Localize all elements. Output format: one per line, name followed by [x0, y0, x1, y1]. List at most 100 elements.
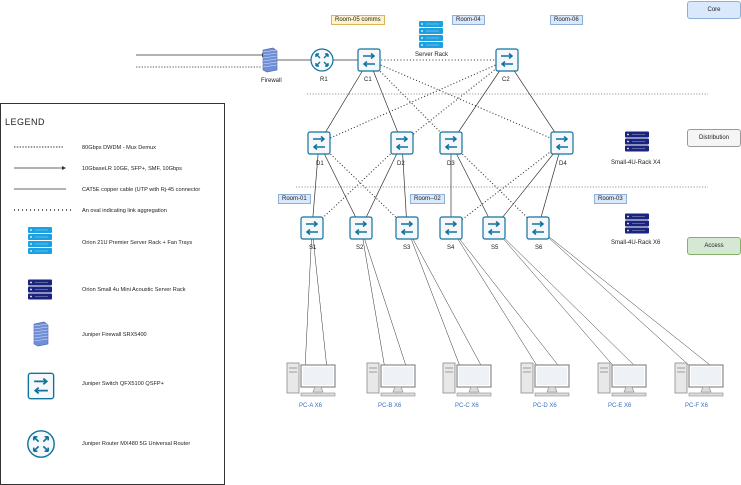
rack-led [421, 23, 423, 25]
s6-pc-link-b [537, 227, 716, 370]
router-r1-icon [310, 48, 334, 72]
c1-d1-link [318, 59, 370, 144]
pc-stand [623, 386, 635, 393]
switch-body [357, 48, 381, 72]
server-rack-label: Server Rack [415, 52, 449, 58]
pc-d-icon [520, 362, 570, 397]
switch-body [495, 48, 519, 72]
legend-item-10gbase: 10GbaseLR 10GE, SFP+, SMF, 10Gbps [82, 166, 182, 172]
d2-label: D2 [397, 161, 405, 167]
pc-e-label: PC-E X6 [608, 403, 632, 409]
s5-pc-link-b [493, 227, 639, 370]
small-rack-x4-label: Small-4U-Rack X4 [611, 160, 661, 166]
switch-body [390, 131, 414, 155]
legend-router-icon [27, 430, 55, 458]
room-06-label: Room-06 [550, 15, 583, 25]
arrow-left-bottom [354, 228, 367, 236]
pc-stand [700, 386, 712, 393]
switch-body [526, 216, 550, 240]
rack-led [627, 215, 629, 218]
d4-s5-link [493, 142, 563, 229]
d1-s2-link [318, 142, 362, 229]
arrow-left-bottom [362, 60, 375, 68]
d4-s4-aggregation [450, 142, 563, 229]
d3-s5-link [450, 142, 495, 229]
pc-screen [303, 367, 333, 385]
legend-4u-rack-icon [28, 279, 52, 300]
s4-pc-link-a [450, 227, 540, 370]
arrow-right-top [306, 220, 319, 228]
firewall-brick-row [33, 332, 49, 336]
c2-d1-aggregation [318, 59, 508, 144]
pc-stand [392, 386, 404, 393]
small-rack-x6-label: Small-4U-Rack X6 [611, 240, 661, 246]
arrow-right-top [445, 220, 458, 228]
legend-title: LEGEND [5, 117, 46, 127]
room-04-label: Room-04 [452, 15, 485, 25]
arrow-left-bottom [305, 228, 318, 236]
firewall-icon [262, 47, 278, 73]
switch-body [300, 216, 324, 240]
pc-screen [691, 367, 721, 385]
pc-tower [366, 362, 380, 394]
switch-d2-icon [390, 131, 414, 155]
legend-item-link-aggregation: An oval indicating link aggregation [82, 208, 167, 214]
s4-pc-link-b [450, 227, 562, 370]
d1-s1-link [311, 142, 320, 229]
room-04-text: Room-04 [456, 17, 481, 23]
d3-label: D3 [447, 161, 455, 167]
pc-stand [312, 386, 324, 393]
pc-c-icon [442, 362, 492, 397]
s1-label: S1 [309, 245, 317, 251]
pc-c-label: PC-C X6 [455, 403, 479, 409]
legend-firewall-icon [33, 321, 49, 347]
legend-item-switch: Juniper Switch QFX5100 QSFP+ [82, 381, 164, 387]
d4-label: D4 [559, 161, 567, 167]
firewall-brick-row [262, 58, 278, 62]
r1-label: R1 [320, 77, 328, 83]
switch-body [550, 131, 574, 155]
arrow-left-bottom [395, 143, 408, 151]
switch-body [439, 131, 463, 155]
rack-led [30, 236, 32, 238]
switch-s3-icon [395, 216, 419, 240]
switch-body [395, 216, 419, 240]
pc-keyboard [456, 392, 492, 397]
tier-distribution-label: Distribution [698, 135, 729, 141]
room-01-text: Room-01 [282, 196, 307, 202]
arrow-left-bottom [444, 143, 457, 151]
switch-body [307, 131, 331, 155]
s5-pc-link-a [493, 227, 617, 370]
pc-keyboard [300, 392, 336, 397]
pc-screen [383, 367, 413, 385]
arrow-right-top [401, 220, 414, 228]
arrow-left-bottom [444, 228, 457, 236]
pc-keyboard [380, 392, 416, 397]
room-02-text: Room--02 [414, 196, 441, 202]
arrow-right-top [532, 220, 545, 228]
router-arrows [32, 435, 50, 453]
room-06-text: Room-06 [554, 17, 579, 23]
switch-s4-icon [439, 216, 463, 240]
legend-item-4u-rack: Orion Small 4u Mini Acoustic Server Rack [82, 287, 186, 293]
rack-led [30, 281, 32, 284]
rack-led [627, 133, 629, 136]
s5-label: S5 [491, 245, 499, 251]
arrow-right-top [556, 135, 569, 143]
arrow-right-top [396, 135, 409, 143]
switch-s6-icon [526, 216, 550, 240]
legend-item-cat5e: CAT5E copper cable (UTP with Rj-45 conne… [82, 187, 201, 193]
tier-access-label: Access [704, 243, 724, 249]
rack-led [627, 147, 629, 150]
firewall-brick-row [262, 64, 278, 68]
room-03-label: Room-03 [594, 194, 627, 204]
c1-d3-aggregation [368, 59, 452, 144]
pc-keyboard [611, 392, 647, 397]
firewall-brick-row [262, 55, 278, 59]
pc-f-icon [674, 362, 724, 397]
pc-tower [597, 362, 611, 394]
s6-pc-link-a [537, 227, 694, 370]
pc-d-label: PC-D X6 [533, 403, 557, 409]
